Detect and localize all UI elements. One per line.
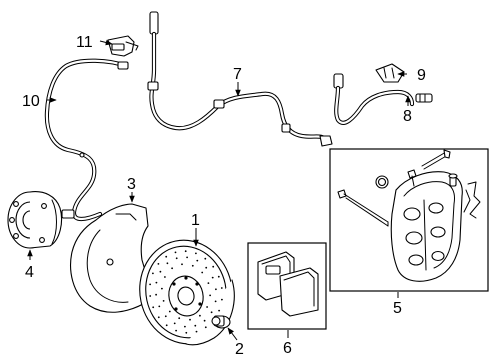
part-6-brake-pads bbox=[247, 242, 327, 330]
rotor-drill-hole bbox=[207, 282, 210, 284]
callout-7: 7 bbox=[233, 66, 242, 83]
rotor-drill-hole bbox=[149, 295, 152, 297]
rotor-drill-hole bbox=[184, 250, 187, 253]
callout-1: 1 bbox=[191, 212, 200, 229]
callout-11: 11 bbox=[76, 34, 93, 51]
rotor-drill-hole bbox=[214, 300, 217, 303]
part-6-box bbox=[247, 242, 327, 330]
rotor-drill-hole bbox=[221, 298, 223, 301]
rotor-drill-hole bbox=[165, 324, 168, 327]
rotor-drill-hole bbox=[206, 306, 209, 308]
part-10-wear-sensor-wire bbox=[44, 58, 129, 222]
part-5-caliper-kit bbox=[329, 148, 489, 292]
rotor-drill-hole bbox=[218, 309, 221, 312]
part-4-hub-bearing bbox=[7, 191, 63, 249]
part-11-clip bbox=[107, 35, 139, 57]
callout-9: 9 bbox=[417, 67, 426, 84]
rotor-drill-hole bbox=[168, 310, 171, 313]
callout-5: 5 bbox=[393, 300, 402, 317]
part-1-brake-rotor bbox=[139, 239, 235, 346]
rotor-drill-hole bbox=[194, 324, 197, 327]
callout-3: 3 bbox=[127, 176, 136, 193]
callout-10: 10 bbox=[22, 93, 40, 110]
rotor-drill-hole bbox=[152, 272, 154, 275]
rotor-drill-hole bbox=[157, 316, 160, 319]
part-8-wear-sensor bbox=[333, 73, 433, 125]
rotor-drill-hole bbox=[155, 293, 158, 296]
rotor-drill-hole bbox=[204, 257, 207, 260]
rotor-drill-hole bbox=[196, 259, 199, 262]
part-7-speed-sensor-wire bbox=[147, 11, 333, 147]
rotor-drill-hole bbox=[165, 255, 168, 258]
part-2-bolt bbox=[211, 315, 231, 329]
rotor-drill-hole bbox=[203, 319, 206, 322]
rotor-drill-hole bbox=[174, 251, 177, 254]
rotor-drill-hole bbox=[162, 300, 165, 302]
rotor-drill-hole bbox=[171, 267, 174, 270]
rotor-drill-hole bbox=[184, 325, 186, 328]
rotor-drill-hole bbox=[155, 281, 158, 284]
callout-8: 8 bbox=[403, 108, 412, 125]
part-5-box bbox=[329, 148, 489, 292]
rotor-drill-hole bbox=[211, 276, 214, 279]
rotor-drill-hole bbox=[149, 283, 152, 286]
rotor-drill-hole bbox=[175, 329, 178, 332]
rotor-drill-hole bbox=[217, 275, 220, 278]
rotor-drill-hole bbox=[210, 311, 213, 314]
rotor-drill-hole bbox=[195, 252, 197, 255]
rotor-drill-hole bbox=[152, 306, 155, 309]
rotor-drill-hole bbox=[209, 294, 212, 297]
rotor-drill-hole bbox=[166, 262, 169, 265]
callout-2: 2 bbox=[235, 341, 244, 358]
rotor-drill-hole bbox=[195, 330, 198, 333]
rotor-drill-hole bbox=[201, 271, 204, 274]
rotor-drill-hole bbox=[191, 264, 194, 267]
rotor-drill-hole bbox=[215, 288, 217, 291]
rotor-drill-hole bbox=[185, 331, 188, 334]
rotor-drill-hole bbox=[175, 257, 178, 260]
rotor-drill-hole bbox=[181, 263, 183, 266]
rotor-drill-hole bbox=[157, 263, 160, 265]
rotor-drill-hole bbox=[204, 326, 207, 329]
rotor-drill-hole bbox=[164, 315, 167, 318]
rotor-drill-hole bbox=[161, 287, 163, 290]
rotor-drill-hole bbox=[205, 266, 208, 269]
rotor-drill-hole bbox=[186, 256, 189, 259]
rotor-drill-hole bbox=[199, 314, 201, 317]
rotor-drill-hole bbox=[189, 318, 191, 321]
rotor-drill-hole bbox=[164, 276, 166, 278]
rotor-drill-hole bbox=[158, 305, 161, 308]
rotor-drill-hole bbox=[178, 317, 181, 320]
callout-6: 6 bbox=[283, 340, 292, 357]
rotor-drill-hole bbox=[159, 270, 162, 273]
callout-4: 4 bbox=[25, 264, 34, 281]
rotor-drill-hole bbox=[220, 287, 223, 289]
rotor-drill-hole bbox=[212, 265, 215, 268]
rotor-drill-hole bbox=[173, 322, 176, 325]
part-9-bracket bbox=[375, 63, 405, 83]
leader-lines bbox=[27, 39, 411, 341]
